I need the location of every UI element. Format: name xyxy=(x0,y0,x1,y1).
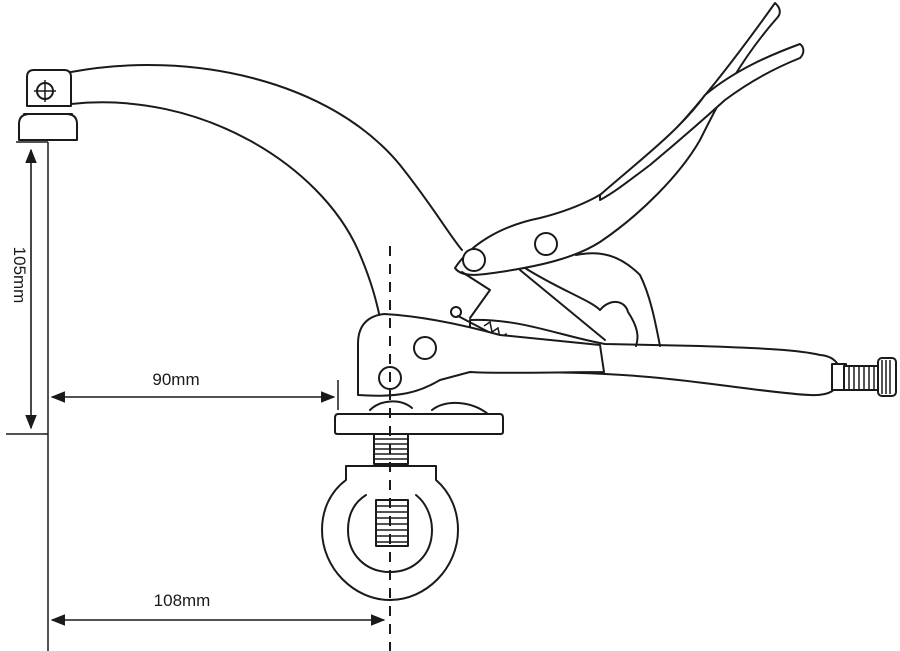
locking-clamp-tool xyxy=(18,2,897,601)
adjustment-screw xyxy=(831,357,897,397)
jaw-rivet-1 xyxy=(413,336,437,360)
inner-width-dimension-label: 90mm xyxy=(152,370,199,389)
body-bumps xyxy=(524,267,639,347)
dimension-lines xyxy=(6,141,391,651)
upper-handle xyxy=(454,2,781,276)
lower-jaw-bumps xyxy=(369,400,489,415)
swivel-pad xyxy=(18,69,78,141)
handle-pivot-rivet xyxy=(462,248,486,272)
base-plate xyxy=(334,413,504,435)
c-arm-outer xyxy=(70,64,463,251)
height-dimension-label: 105mm xyxy=(10,247,29,304)
link-arm xyxy=(519,269,606,341)
outer-width-dimension-label: 108mm xyxy=(154,591,211,610)
jaw-plate xyxy=(357,313,605,397)
release-handle xyxy=(599,43,805,201)
link-plate xyxy=(461,271,491,319)
c-arm-inner xyxy=(70,101,381,319)
eye-ring xyxy=(321,465,459,601)
handle-rivet-2 xyxy=(534,232,558,256)
